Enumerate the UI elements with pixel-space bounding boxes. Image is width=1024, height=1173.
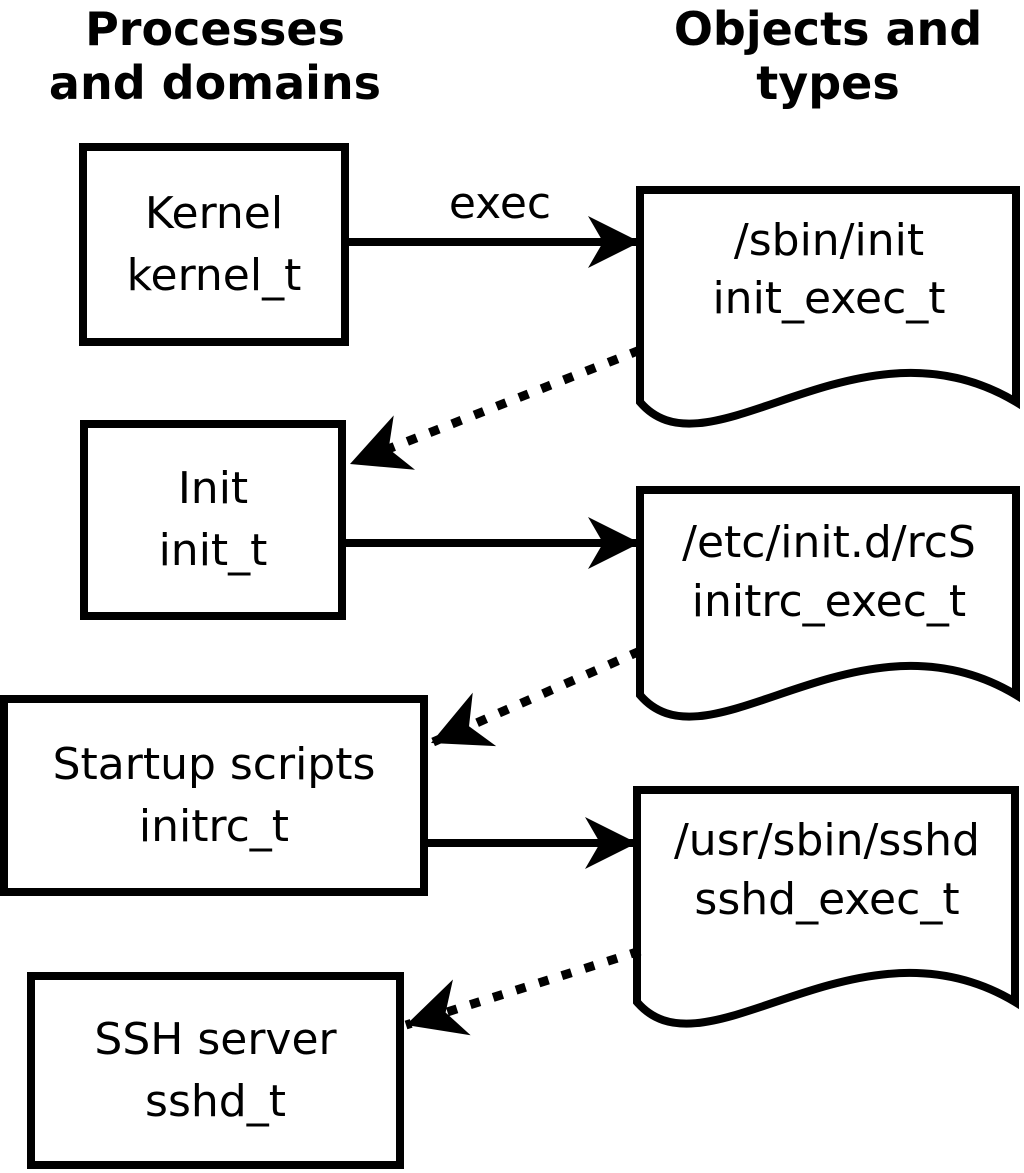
- process-box-init: Init init_t: [80, 420, 346, 620]
- dotted-arrow-sbin-init-to-init: [348, 345, 642, 470]
- document-shape-usr-sbin-sshd: [633, 786, 1019, 1028]
- column-header-objects-and-types: Objects and types: [673, 2, 983, 111]
- process-box-startup-scripts: Startup scripts initrc_t: [0, 695, 428, 896]
- column-header-processes-and-domains: Processes and domains: [48, 2, 382, 111]
- document-shape-etc-initd-rcs: [636, 486, 1020, 721]
- exec-arrow-label: exec: [448, 178, 552, 229]
- document-label-usr-sbin-sshd: /usr/sbin/sshd sshd_exec_t: [673, 815, 980, 925]
- document-label-etc-initd-rcs: /etc/init.d/rcS initrc_exec_t: [682, 517, 976, 627]
- document-shape-sbin-init: [636, 186, 1020, 428]
- document-label-sbin-init: /sbin/init init_exec_t: [712, 214, 946, 324]
- dotted-arrow-sshd-exec-to-sshd: [404, 946, 642, 1036]
- process-box-kernel: Kernel kernel_t: [79, 143, 349, 346]
- dotted-arrow-rcs-to-startup: [429, 646, 642, 748]
- process-box-ssh-server: SSH server sshd_t: [27, 972, 404, 1169]
